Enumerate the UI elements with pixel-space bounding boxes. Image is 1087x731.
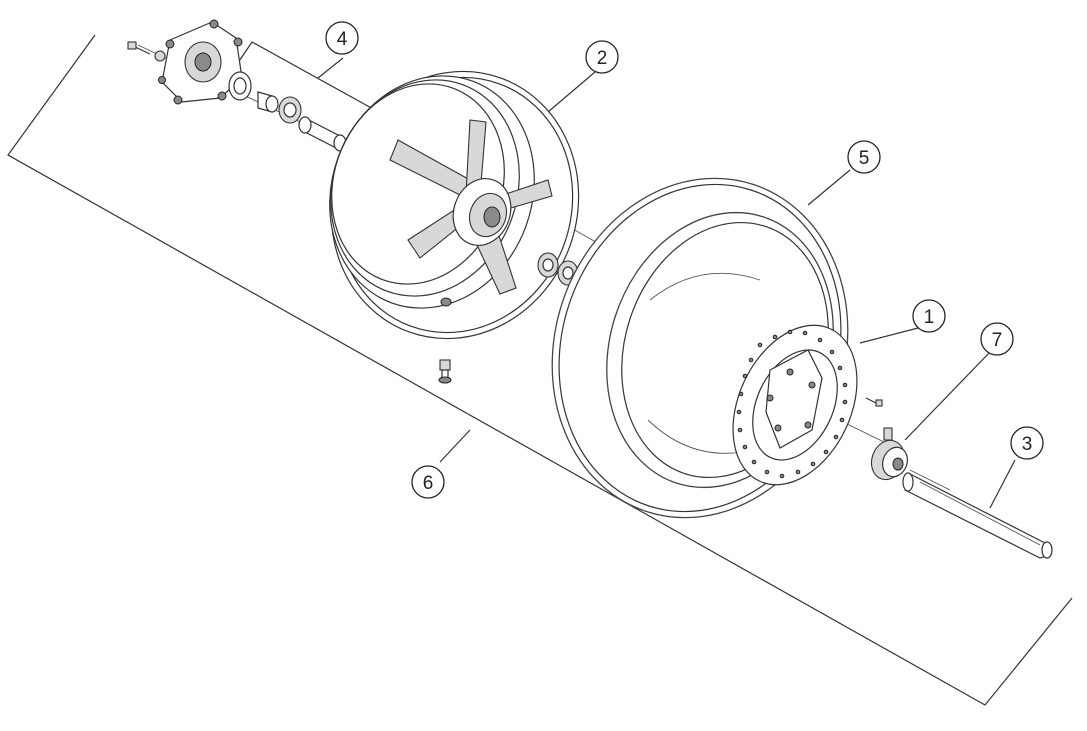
callout-2-label: 2 bbox=[597, 48, 608, 69]
wheel-rim bbox=[329, 70, 580, 340]
callout-6: 6 bbox=[411, 465, 445, 499]
oil-seal bbox=[228, 71, 252, 101]
callout-3: 3 bbox=[1010, 426, 1044, 460]
spacer-long bbox=[298, 116, 347, 152]
callout-5-label: 5 bbox=[859, 148, 870, 169]
tire-valve bbox=[438, 359, 452, 384]
bearing-left bbox=[278, 96, 302, 124]
callout-7: 7 bbox=[980, 322, 1014, 356]
assembly-bracket bbox=[7, 34, 1073, 706]
speedometer-drive bbox=[870, 427, 908, 481]
callout-4-label: 4 bbox=[337, 29, 348, 50]
callout-1: 1 bbox=[912, 299, 946, 333]
axle-shaft bbox=[902, 472, 1053, 559]
callout-7-label: 7 bbox=[992, 330, 1003, 351]
callout-1-label: 1 bbox=[924, 307, 935, 328]
spacer-short bbox=[257, 91, 279, 113]
callout-4: 4 bbox=[325, 21, 359, 55]
leader-lines bbox=[317, 57, 1016, 509]
carrier-bolt bbox=[127, 41, 166, 62]
callout-2: 2 bbox=[585, 40, 619, 74]
callout-6-label: 6 bbox=[423, 473, 434, 494]
callout-5: 5 bbox=[847, 140, 881, 174]
sprocket-carrier bbox=[158, 19, 243, 105]
disc-bolt bbox=[865, 397, 883, 407]
brake-disc bbox=[732, 324, 858, 486]
callout-3-label: 3 bbox=[1022, 434, 1033, 455]
disc-vent-holes bbox=[736, 329, 848, 479]
